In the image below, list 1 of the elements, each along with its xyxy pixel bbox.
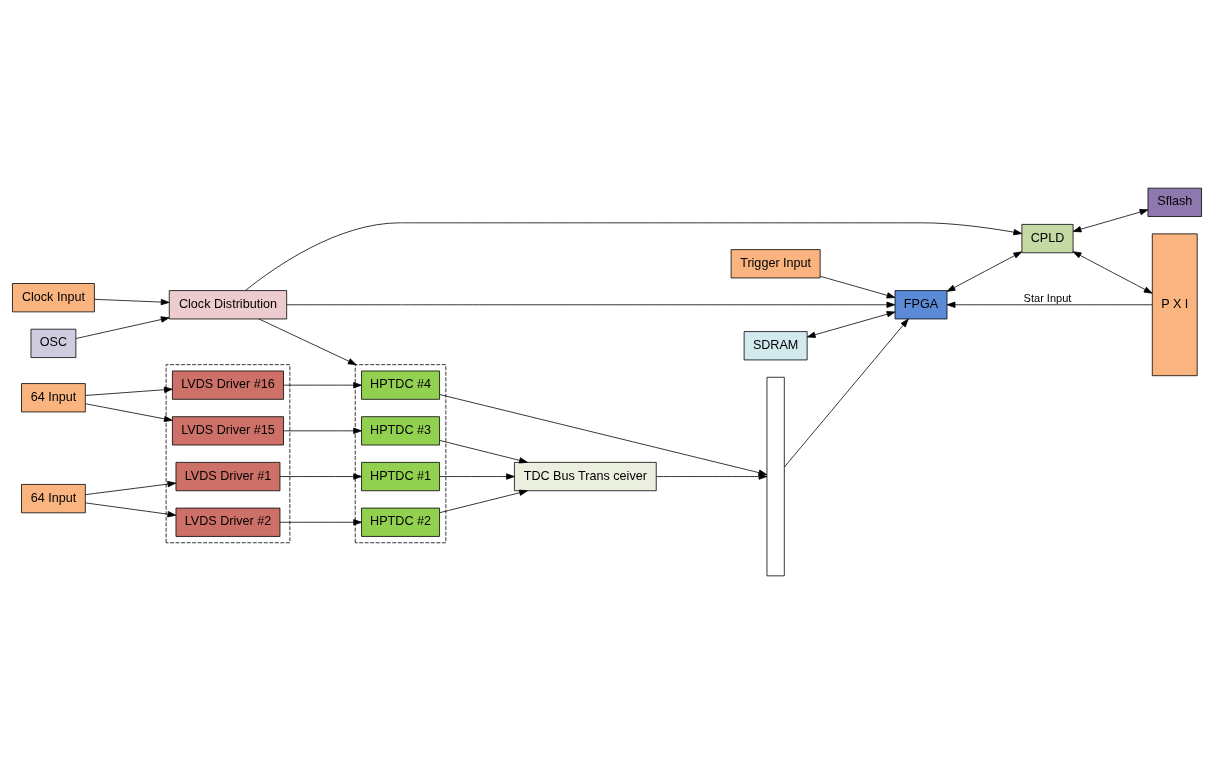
edge-label: Star Input (1023, 291, 1072, 304)
